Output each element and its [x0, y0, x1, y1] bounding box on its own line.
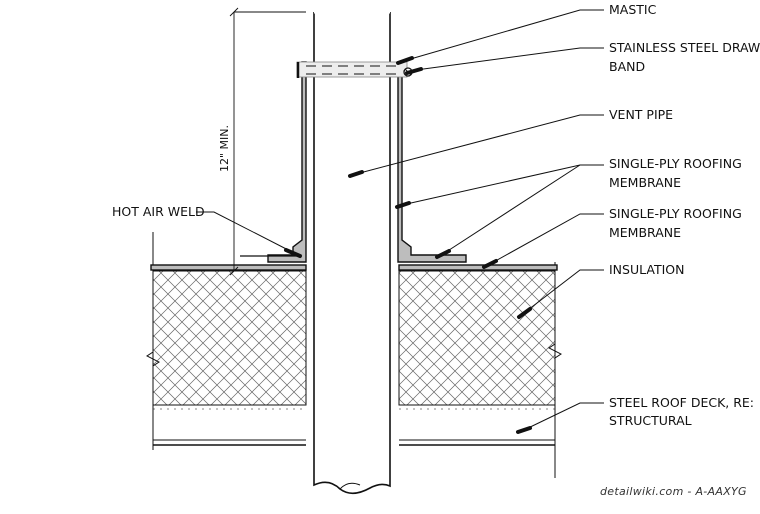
label-draw-band-line2: BAND: [609, 59, 645, 74]
leader-lines: [196, 9, 604, 431]
label-hot-air-weld: HOT AIR WELD: [112, 204, 205, 219]
dimension-label: 12" MIN.: [218, 125, 231, 172]
dimension-line: [229, 7, 306, 276]
roof-membrane-field: [150, 264, 558, 271]
stainless-draw-band: [296, 61, 413, 78]
label-membrane-b-line2: MEMBRANE: [609, 225, 681, 240]
label-vent-pipe: VENT PIPE: [609, 107, 673, 122]
label-mastic: MASTIC: [609, 2, 657, 17]
leader-arrowheads: [284, 56, 532, 434]
steel-deck: [153, 404, 555, 446]
credit-text: detailwiki.com - A-AAXYG: [600, 485, 747, 498]
vent-pipe: [313, 10, 391, 495]
pipe-boot-right: [397, 61, 467, 263]
label-deck-line1: STEEL ROOF DECK, RE:: [609, 395, 754, 410]
label-membrane-a-line1: SINGLE-PLY ROOFING: [609, 156, 742, 171]
label-draw-band-line1: STAINLESS STEEL DRAW: [609, 40, 760, 55]
label-membrane-b-line1: SINGLE-PLY ROOFING: [609, 206, 742, 221]
label-deck-line2: STRUCTURAL: [609, 413, 692, 428]
label-insulation: INSULATION: [609, 262, 684, 277]
break-line-right: [548, 262, 562, 478]
insulation-right: [398, 270, 556, 406]
label-membrane-a-line2: MEMBRANE: [609, 175, 681, 190]
pipe-boot-left: [240, 61, 307, 263]
insulation-left: [152, 270, 307, 406]
break-line-left: [146, 232, 160, 450]
